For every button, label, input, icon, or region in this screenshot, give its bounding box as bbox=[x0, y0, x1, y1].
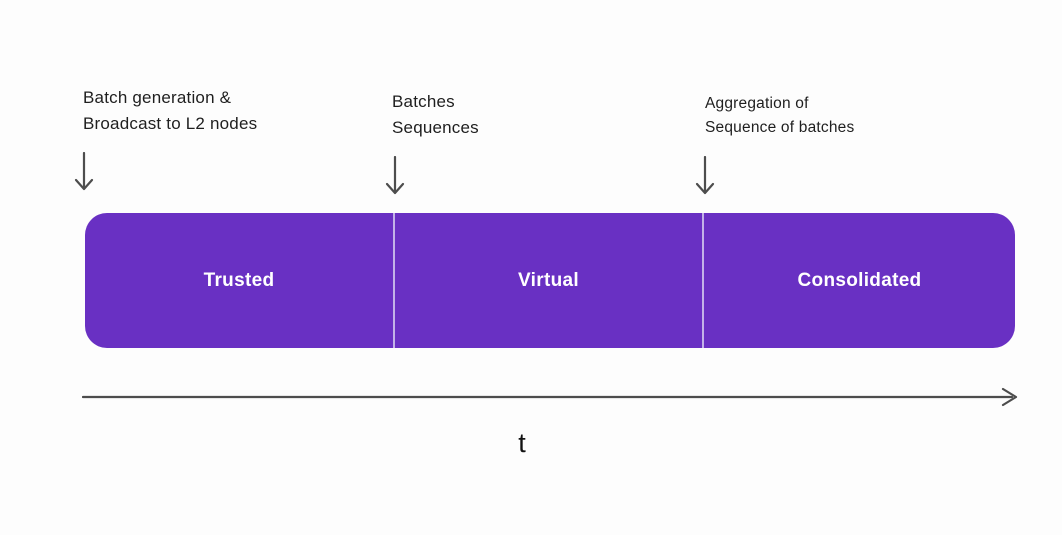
phase-segment-trusted: Trusted bbox=[85, 213, 395, 348]
annotation-line: Sequence of batches bbox=[705, 119, 855, 136]
annotation-line: Batches bbox=[392, 92, 455, 111]
annotation-line: Broadcast to L2 nodes bbox=[83, 114, 258, 133]
phase-segment-virtual: Virtual bbox=[395, 213, 704, 348]
annotation-line: Sequences bbox=[392, 118, 479, 137]
phase-label: Virtual bbox=[518, 269, 579, 291]
down-arrow-icon bbox=[71, 151, 97, 194]
time-axis-arrow-icon bbox=[81, 386, 1024, 410]
down-arrow-icon bbox=[382, 155, 408, 198]
phase-label: Consolidated bbox=[797, 269, 922, 291]
phase-label: Trusted bbox=[203, 269, 275, 291]
phase-bar: Trusted Virtual Consolidated bbox=[85, 213, 1015, 348]
annotation-line: Batch generation & bbox=[83, 88, 232, 107]
annotation-line: Aggregation of bbox=[705, 95, 809, 112]
time-axis-label: t bbox=[518, 428, 526, 458]
phase-segment-consolidated: Consolidated bbox=[704, 213, 1015, 348]
annotation-batch-generation: Batch generation & Broadcast to L2 nodes bbox=[83, 85, 257, 137]
down-arrow-icon bbox=[692, 155, 718, 198]
annotation-batches-sequences: Batches Sequences bbox=[392, 89, 479, 141]
annotation-aggregation: Aggregation of Sequence of batches bbox=[705, 92, 854, 140]
